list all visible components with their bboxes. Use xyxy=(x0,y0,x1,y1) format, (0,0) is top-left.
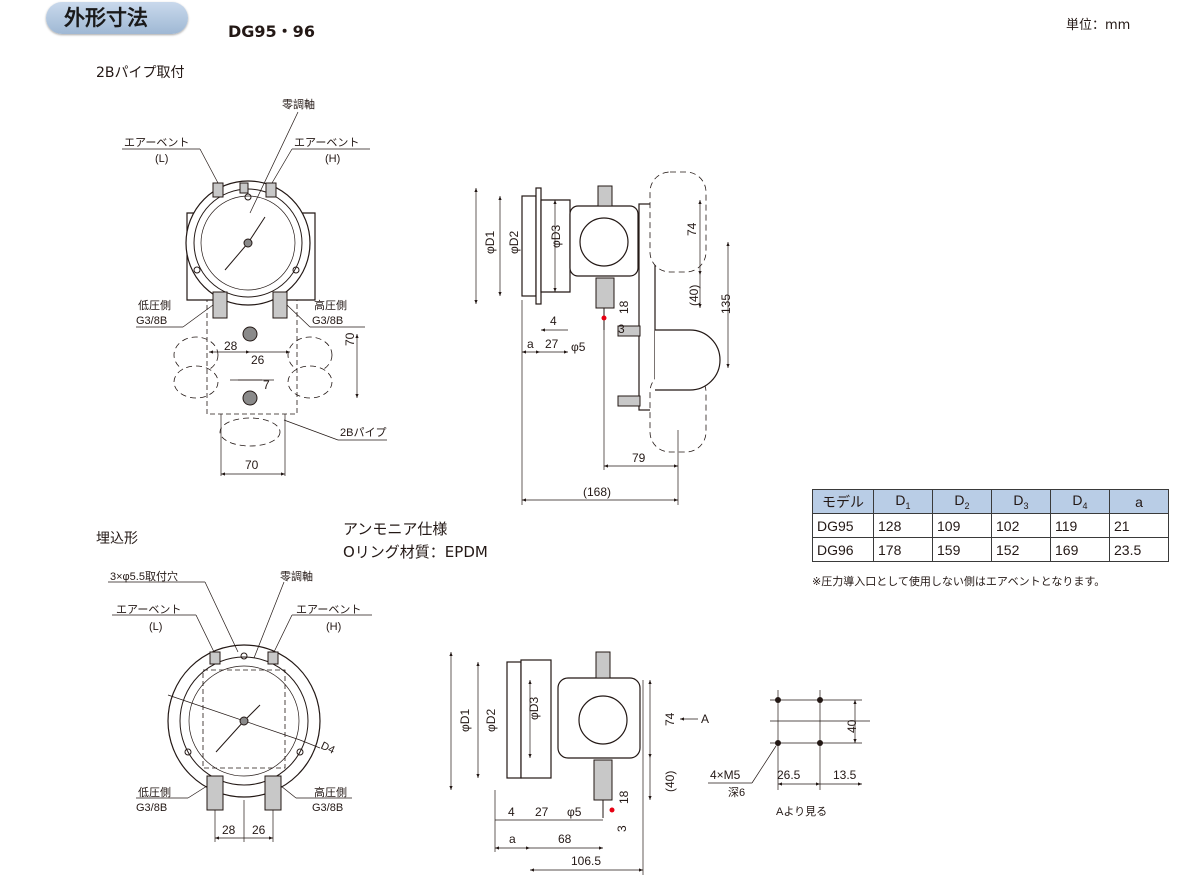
dim-70-vertical: 70 xyxy=(343,332,357,346)
table-row: DG96 178 159 152 169 23.5 xyxy=(812,537,1169,562)
side-phi-d1: φD1 xyxy=(483,231,497,254)
pipe-mount-front-view xyxy=(122,111,387,476)
side-dim-40: (40) xyxy=(687,285,701,306)
view-a-dim-40: 40 xyxy=(845,719,859,733)
side-dim-phi5: φ5 xyxy=(571,340,586,354)
view-a-dim-26-5: 26.5 xyxy=(777,768,801,782)
section-label-embedded: 埋込形 xyxy=(96,531,138,547)
embed-side-dim-40: (40) xyxy=(663,771,677,792)
side-dim-79: 79 xyxy=(632,451,646,465)
zero-adjust-label: 零調軸 xyxy=(282,97,315,111)
embed-side-phi-d3: φD3 xyxy=(527,697,541,720)
side-phi-d3: φD3 xyxy=(549,225,563,248)
table-header-row: モデル D1 D2 D3 D4 a xyxy=(812,489,1169,514)
table-header: D2 xyxy=(932,489,992,514)
view-a-hole-pattern xyxy=(708,690,870,790)
side-dim-168: (168) xyxy=(583,485,611,499)
spec-line-oring: Oリング材質：EPDM xyxy=(343,543,488,561)
table-header: モデル xyxy=(812,489,874,514)
embed-dim-26: 26 xyxy=(252,823,266,837)
pipe-label: 2Bパイプ xyxy=(340,426,386,439)
table-cell: 102 xyxy=(991,513,1051,538)
side-dim-27: 27 xyxy=(545,337,559,351)
embed-low-side-label: 低圧側 xyxy=(138,786,171,799)
embed-dim-28: 28 xyxy=(222,823,236,837)
embed-side-phi-d1: φD1 xyxy=(458,709,472,732)
dim-28: 28 xyxy=(224,339,238,353)
side-dim-18: 18 xyxy=(617,300,631,314)
embedded-side-view xyxy=(449,651,698,875)
table-cell: 178 xyxy=(873,537,933,562)
embedded-front-view xyxy=(108,581,372,842)
table-cell: 128 xyxy=(873,513,933,538)
table-header: D4 xyxy=(1050,489,1110,514)
table-cell: DG95 xyxy=(812,513,874,538)
side-dim-4: 4 xyxy=(550,314,557,328)
side-dim-a: a xyxy=(527,337,534,351)
high-side-thread: G3/8B xyxy=(312,315,343,327)
embed-high-side-label: 高圧側 xyxy=(314,785,347,799)
table-header: a xyxy=(1109,489,1169,514)
embed-side-phi-d2: φD2 xyxy=(484,709,498,732)
table-cell: 152 xyxy=(991,537,1051,562)
unit-label: 単位：mm xyxy=(1066,18,1131,33)
side-dim-3: 3 xyxy=(618,322,625,336)
side-dim-135: 135 xyxy=(719,294,733,314)
embed-air-vent-h-side: (H) xyxy=(326,621,341,633)
embed-side-dim-phi5: φ5 xyxy=(567,805,582,819)
table-cell: 23.5 xyxy=(1109,537,1169,562)
table-cell: 159 xyxy=(932,537,992,562)
table-row: DG95 128 109 102 119 21 xyxy=(812,513,1169,538)
embed-low-side-thread: G3/8B xyxy=(136,802,167,814)
view-a-dim-13-5: 13.5 xyxy=(833,768,857,782)
air-vent-l-side: (L) xyxy=(155,153,168,165)
embed-holes-label: 3×φ5.5取付穴 xyxy=(110,569,178,583)
embed-side-dim-4: 4 xyxy=(508,805,515,819)
table-cell: DG96 xyxy=(812,537,874,562)
dim-26: 26 xyxy=(251,353,265,367)
side-phi-d2: φD2 xyxy=(507,231,521,254)
embed-side-dim-a: a xyxy=(509,832,516,846)
embed-side-dim-68: 68 xyxy=(558,832,572,846)
side-dim-74: 74 xyxy=(685,222,699,236)
footnote: ※圧力導入口として使用しない側はエアベントとなります。 xyxy=(812,575,1106,588)
air-vent-h-label: エアーベント xyxy=(294,137,359,149)
table-header: D1 xyxy=(873,489,933,514)
embed-side-dim-18: 18 xyxy=(617,790,631,804)
embed-side-dim-106-5: 106.5 xyxy=(571,854,601,868)
embed-side-dim-3: 3 xyxy=(615,825,629,832)
view-a-depth: 深6 xyxy=(728,786,745,799)
section-label-pipe-mount: 2Bパイプ取付 xyxy=(96,65,185,81)
table-cell: 169 xyxy=(1050,537,1110,562)
dim-70-horizontal: 70 xyxy=(245,458,259,472)
embed-air-vent-l-label: エアーベント xyxy=(116,604,181,616)
embed-high-side-thread: G3/8B xyxy=(312,802,343,814)
dim-7: 7 xyxy=(263,378,270,392)
model-title: DG95・96 xyxy=(228,22,315,41)
table-cell: 119 xyxy=(1050,513,1110,538)
air-vent-l-label: エアーベント xyxy=(124,137,189,149)
low-side-label: 低圧側 xyxy=(138,299,171,312)
section-title-badge: 外形寸法 xyxy=(46,2,188,34)
pipe-mount-side-view xyxy=(474,171,730,505)
high-side-label: 高圧側 xyxy=(314,298,347,312)
embed-air-vent-h-label: エアーベント xyxy=(296,604,361,616)
embed-side-dim-27: 27 xyxy=(535,805,549,819)
embed-side-dim-74: 74 xyxy=(663,712,677,726)
view-a-caption: Aより見る xyxy=(776,805,827,818)
table-cell: 21 xyxy=(1109,513,1169,538)
table-cell: 109 xyxy=(932,513,992,538)
spec-line-ammonia: アンモニア仕様 xyxy=(343,520,448,538)
embed-side-arrow-a: A xyxy=(701,712,709,726)
view-a-screw: 4×M5 xyxy=(710,768,741,782)
embed-air-vent-l-side: (L) xyxy=(149,621,162,633)
dimension-table: モデル D1 D2 D3 D4 a DG95 128 109 102 119 2… xyxy=(812,489,1169,562)
table-header: D3 xyxy=(991,489,1051,514)
air-vent-h-side: (H) xyxy=(325,153,340,165)
embed-d4-label: D4 xyxy=(319,740,337,757)
embed-zero-adjust-label: 零調軸 xyxy=(280,569,313,583)
low-side-thread: G3/8B xyxy=(136,315,167,327)
